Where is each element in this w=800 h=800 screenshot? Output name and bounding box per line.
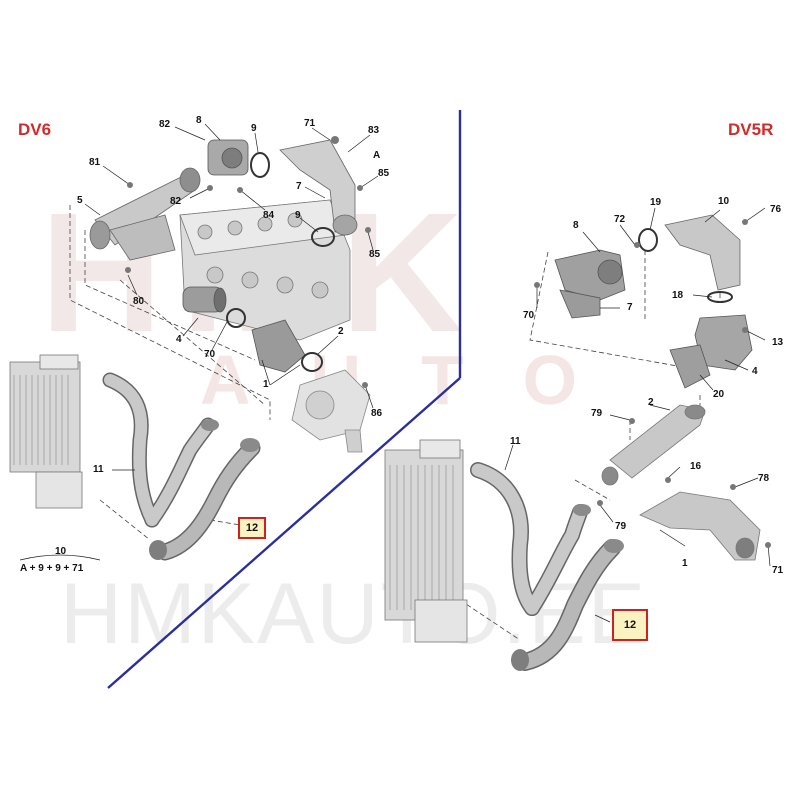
engine-label-dv6: DV6 xyxy=(18,120,52,139)
intercooler-left xyxy=(9,354,83,509)
callout-79: 79 xyxy=(615,521,627,532)
callout-11: 11 xyxy=(510,436,521,447)
throttle-body-8 xyxy=(207,139,249,176)
callout-84: 84 xyxy=(263,210,275,221)
callout-13: 13 xyxy=(772,337,784,348)
hose-12-right xyxy=(517,540,620,670)
engine-label-dv5r: DV5R xyxy=(728,120,774,139)
callout-82: 82 xyxy=(170,196,182,207)
callout-72: 72 xyxy=(614,214,626,225)
callout-83: 83 xyxy=(368,125,380,136)
part-4 xyxy=(182,286,227,313)
callout-10: 10 xyxy=(718,196,730,207)
divider-line-diagonal xyxy=(107,377,461,689)
hose-11-left-fill xyxy=(104,374,214,526)
legend-formula: A + 9 + 9 + 71 xyxy=(20,563,84,574)
callout-78: 78 xyxy=(758,473,770,484)
callout-70: 70 xyxy=(204,349,216,360)
callout-71: 71 xyxy=(772,565,784,576)
callout-9: 9 xyxy=(251,123,257,134)
callout-20: 20 xyxy=(713,389,725,400)
part-1 xyxy=(251,319,306,373)
callout-7: 7 xyxy=(627,302,633,313)
callout-70: 70 xyxy=(523,310,535,321)
callout-76: 76 xyxy=(770,204,782,215)
bracket-7 xyxy=(559,289,601,319)
callout-16: 16 xyxy=(690,461,702,472)
pipe-1 xyxy=(639,491,761,561)
callout-11: 11 xyxy=(93,464,104,475)
callout-1: 1 xyxy=(682,558,688,569)
callout-2: 2 xyxy=(648,397,654,408)
callout-4: 4 xyxy=(176,334,182,345)
callout-a: A xyxy=(373,150,381,161)
callout-18: 18 xyxy=(672,290,684,301)
callout-86: 86 xyxy=(371,408,383,419)
engine-block-dv6 xyxy=(179,199,351,341)
turbocharger xyxy=(291,369,371,453)
callout-85: 85 xyxy=(369,249,381,260)
pipe-2 xyxy=(601,404,706,486)
highlight-part-12-right: 12 xyxy=(612,609,648,641)
callout-5: 5 xyxy=(77,195,83,206)
callout-8: 8 xyxy=(196,115,202,126)
callout-71: 71 xyxy=(304,118,316,129)
intake-pipe-5 xyxy=(89,167,201,261)
legend-number: 10 xyxy=(55,546,67,557)
callout-79: 79 xyxy=(591,408,603,419)
callout-2: 2 xyxy=(338,326,344,337)
callout-80: 80 xyxy=(133,296,145,307)
callout-81: 81 xyxy=(89,157,101,168)
callout-1: 1 xyxy=(263,379,269,390)
intercooler-right xyxy=(384,439,468,643)
highlight-part-12-left: 12 xyxy=(238,517,266,539)
part-13 xyxy=(694,314,753,371)
manifold-10 xyxy=(664,214,741,291)
callout-19: 19 xyxy=(650,197,662,208)
callout-7: 7 xyxy=(296,181,302,192)
hose-11-right xyxy=(471,463,587,615)
callout-82: 82 xyxy=(159,119,171,130)
callout-85: 85 xyxy=(378,168,390,179)
throttle-body-8-right xyxy=(554,249,626,301)
manifold-a xyxy=(279,139,358,236)
callout-8: 8 xyxy=(573,220,579,231)
callout-9: 9 xyxy=(295,210,301,221)
hose-12-left-fill xyxy=(158,441,259,559)
callout-4: 4 xyxy=(752,366,758,377)
part-4-right xyxy=(669,344,711,389)
